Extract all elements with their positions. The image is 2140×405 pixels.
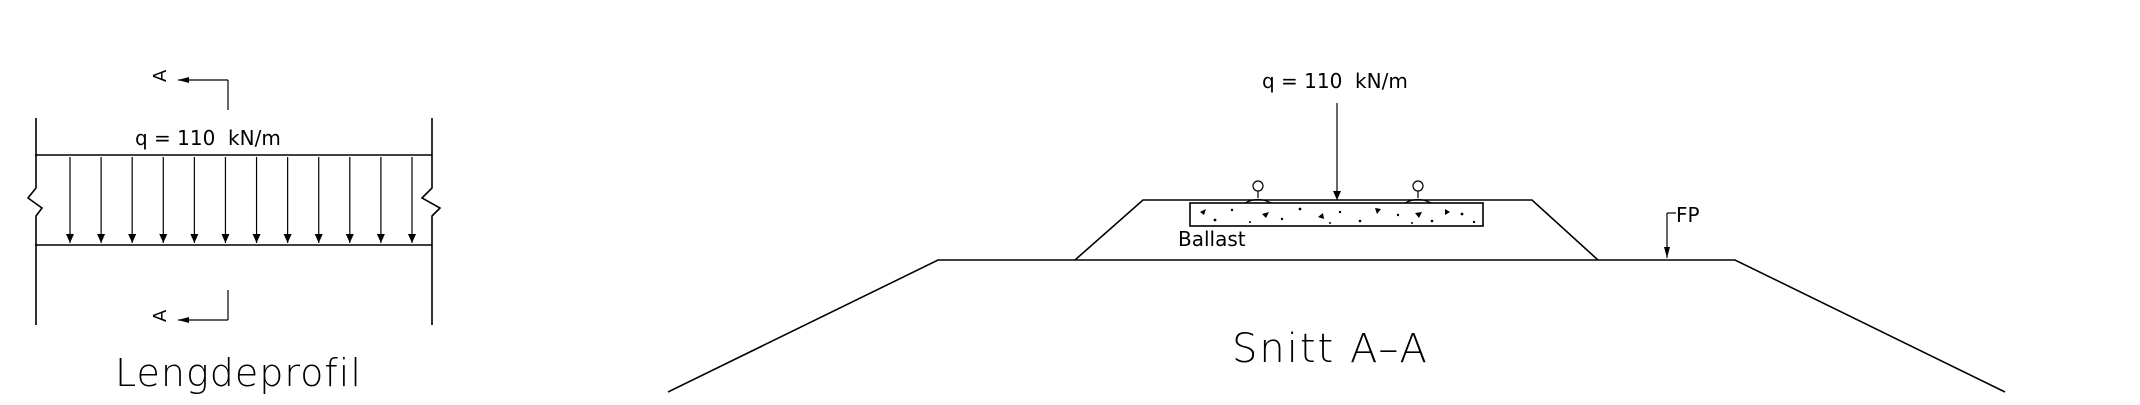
ballast-label: Ballast [1178, 227, 1246, 251]
rail-left [1244, 180, 1272, 204]
cross-section-title: Snitt A–A [1232, 326, 1429, 372]
section-mark-bottom-label: A [150, 309, 171, 322]
left-load-label: q = 110 kN/m [135, 126, 281, 150]
cross-section-view: q = 110 kN/m Ballast FP Snitt A–A [667, 69, 2006, 393]
sleeper-rect [1189, 202, 1484, 227]
ballast-outline [1074, 199, 1599, 261]
right-break-line [420, 118, 442, 325]
longitudinal-profile-view: A q = 110 kN/m A Lengdeprofil [26, 69, 442, 395]
formation-level-label: FP [1676, 203, 1700, 227]
section-mark-top: A [150, 69, 229, 110]
sleeper-hatch [1200, 207, 1476, 224]
right-load-label: q = 110 kN/m [1262, 69, 1408, 93]
section-mark-bottom: A [150, 290, 229, 323]
longitudinal-profile-title: Lengdeprofil [115, 351, 362, 395]
section-mark-top-label: A [150, 69, 171, 82]
formation-level-marker: FP [1664, 203, 1700, 258]
embankment-outline [667, 259, 2006, 393]
left-break-line [26, 118, 44, 325]
rail-right [1404, 180, 1432, 204]
distributed-load-arrows [66, 157, 416, 243]
